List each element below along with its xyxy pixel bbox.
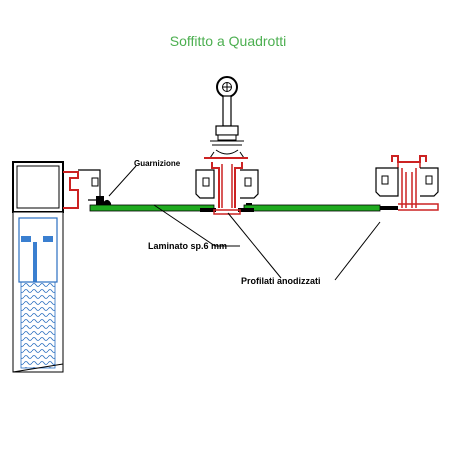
center-profile bbox=[195, 157, 259, 215]
diagram-title: Soffitto a Quadrotti bbox=[169, 33, 287, 49]
label-gasket: Guarnizione bbox=[134, 159, 181, 168]
right-profile bbox=[375, 155, 439, 211]
label-laminate: Laminato sp.6 mm bbox=[148, 241, 228, 251]
wall-square-tube bbox=[12, 161, 64, 213]
wall-post bbox=[12, 211, 64, 373]
left-perimeter-profile bbox=[63, 169, 104, 209]
center-hanger bbox=[209, 76, 245, 159]
leader-lines bbox=[108, 165, 381, 281]
label-profiles: Profilati anodizzati bbox=[241, 276, 321, 286]
